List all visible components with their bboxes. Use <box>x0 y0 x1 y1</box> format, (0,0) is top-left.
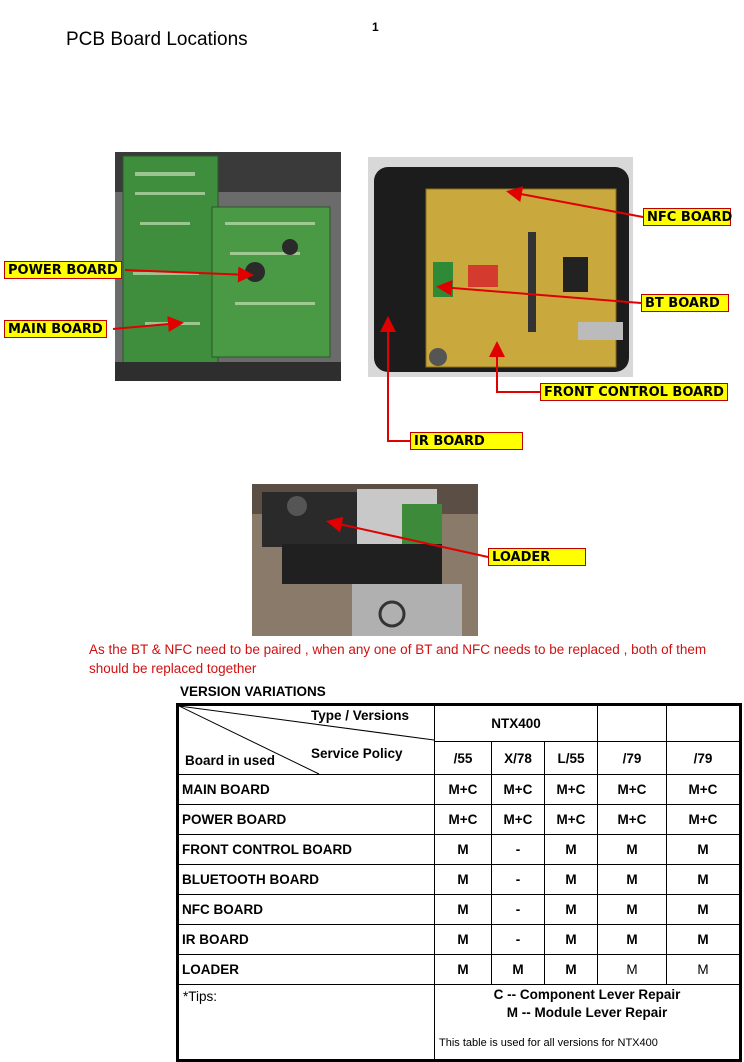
photo-loader <box>252 484 478 636</box>
policy-cell: M+C <box>544 804 598 835</box>
board-name: IR BOARD <box>176 924 435 955</box>
tips-footer: This table is used for all versions for … <box>439 1037 658 1049</box>
policy-cell: M <box>666 864 742 895</box>
header-service-policy: Service Policy <box>311 746 403 761</box>
header-empty-cell <box>666 702 742 743</box>
policy-cell: M+C <box>544 774 598 805</box>
policy-cell: - <box>491 864 545 895</box>
tips-label-text: *Tips: <box>183 989 218 1004</box>
table-row: BLUETOOTH BOARD M - M M M <box>176 864 742 895</box>
header-board-in-used: Board in used <box>185 753 276 768</box>
policy-cell: M+C <box>491 774 545 805</box>
header-diagonal-lines <box>179 706 434 774</box>
table-row: MAIN BOARD M+C M+C M+C M+C M+C <box>176 774 742 805</box>
policy-cell: M <box>544 924 598 955</box>
policy-cell: M <box>544 834 598 865</box>
label-bt-board: BT BOARD <box>641 294 729 312</box>
policy-cell: M <box>434 894 492 925</box>
policy-cell: - <box>491 924 545 955</box>
policy-cell: M+C <box>666 774 742 805</box>
board-name: FRONT CONTROL BOARD <box>176 834 435 865</box>
policy-cell: M <box>434 834 492 865</box>
header-empty-cell <box>597 702 667 743</box>
version-header: X/78 <box>491 741 545 775</box>
version-header: /79 <box>597 741 667 775</box>
page-title: PCB Board Locations <box>66 29 248 50</box>
policy-cell: M+C <box>597 774 667 805</box>
tips-content: C -- Component Lever Repair M -- Module … <box>434 984 742 1062</box>
board-name: MAIN BOARD <box>176 774 435 805</box>
version-variations-table: Type / Versions Service Policy Board in … <box>176 702 742 1062</box>
pairing-note: As the BT & NFC need to be paired , when… <box>89 642 707 676</box>
label-ir-board: IR BOARD <box>410 432 523 450</box>
label-main-board: MAIN BOARD <box>4 320 107 338</box>
version-header: /79 <box>666 741 742 775</box>
page-number: 1 <box>372 20 379 34</box>
policy-cell: M+C <box>597 804 667 835</box>
label-front-control-board: FRONT CONTROL BOARD <box>540 383 728 401</box>
label-nfc-board: NFC BOARD <box>643 208 732 226</box>
board-name: NFC BOARD <box>176 894 435 925</box>
table-row: LOADER M M M M M <box>176 954 742 985</box>
policy-cell: M <box>544 864 598 895</box>
label-loader: LOADER <box>488 548 586 566</box>
version-variations-title: VERSION VARIATIONS <box>180 684 326 699</box>
photo-power-main-boards <box>115 152 341 381</box>
tips-label: *Tips: <box>176 984 435 1062</box>
board-name: POWER BOARD <box>176 804 435 835</box>
version-header: /55 <box>434 741 492 775</box>
policy-cell: M+C <box>491 804 545 835</box>
table-row: IR BOARD M - M M M <box>176 924 742 955</box>
table-row: NFC BOARD M - M M M <box>176 894 742 925</box>
header-corner-cell: Type / Versions Service Policy Board in … <box>176 703 435 775</box>
label-power-board: POWER BOARD <box>4 261 122 279</box>
table-row: POWER BOARD M+C M+C M+C M+C M+C <box>176 804 742 835</box>
policy-cell: M <box>597 864 667 895</box>
policy-cell: M+C <box>434 774 492 805</box>
policy-cell: M <box>544 894 598 925</box>
policy-cell: M <box>597 894 667 925</box>
policy-cell: M <box>544 954 598 985</box>
board-name: BLUETOOTH BOARD <box>176 864 435 895</box>
policy-cell: M <box>434 954 492 985</box>
policy-cell: M <box>666 894 742 925</box>
policy-cell: - <box>491 834 545 865</box>
tips-row: *Tips: C -- Component Lever Repair M -- … <box>176 984 742 1062</box>
policy-cell: M <box>491 954 545 985</box>
tip-component: C -- Component Lever Repair <box>493 987 681 1002</box>
header-model: NTX400 <box>434 702 598 743</box>
policy-cell: M+C <box>434 804 492 835</box>
policy-cell: M <box>597 954 667 985</box>
policy-cell: M <box>434 924 492 955</box>
photo-front-panel <box>368 157 633 377</box>
table-row: FRONT CONTROL BOARD M - M M M <box>176 834 742 865</box>
policy-cell: M <box>434 864 492 895</box>
policy-cell: M <box>597 924 667 955</box>
board-name: LOADER <box>176 954 435 985</box>
policy-cell: M <box>666 924 742 955</box>
policy-cell: M <box>666 954 742 985</box>
policy-cell: - <box>491 894 545 925</box>
tip-module: M -- Module Lever Repair <box>506 1005 668 1020</box>
version-header: L/55 <box>544 741 598 775</box>
policy-cell: M+C <box>666 804 742 835</box>
policy-cell: M <box>666 834 742 865</box>
policy-cell: M <box>597 834 667 865</box>
header-type-versions: Type / Versions <box>311 708 410 723</box>
